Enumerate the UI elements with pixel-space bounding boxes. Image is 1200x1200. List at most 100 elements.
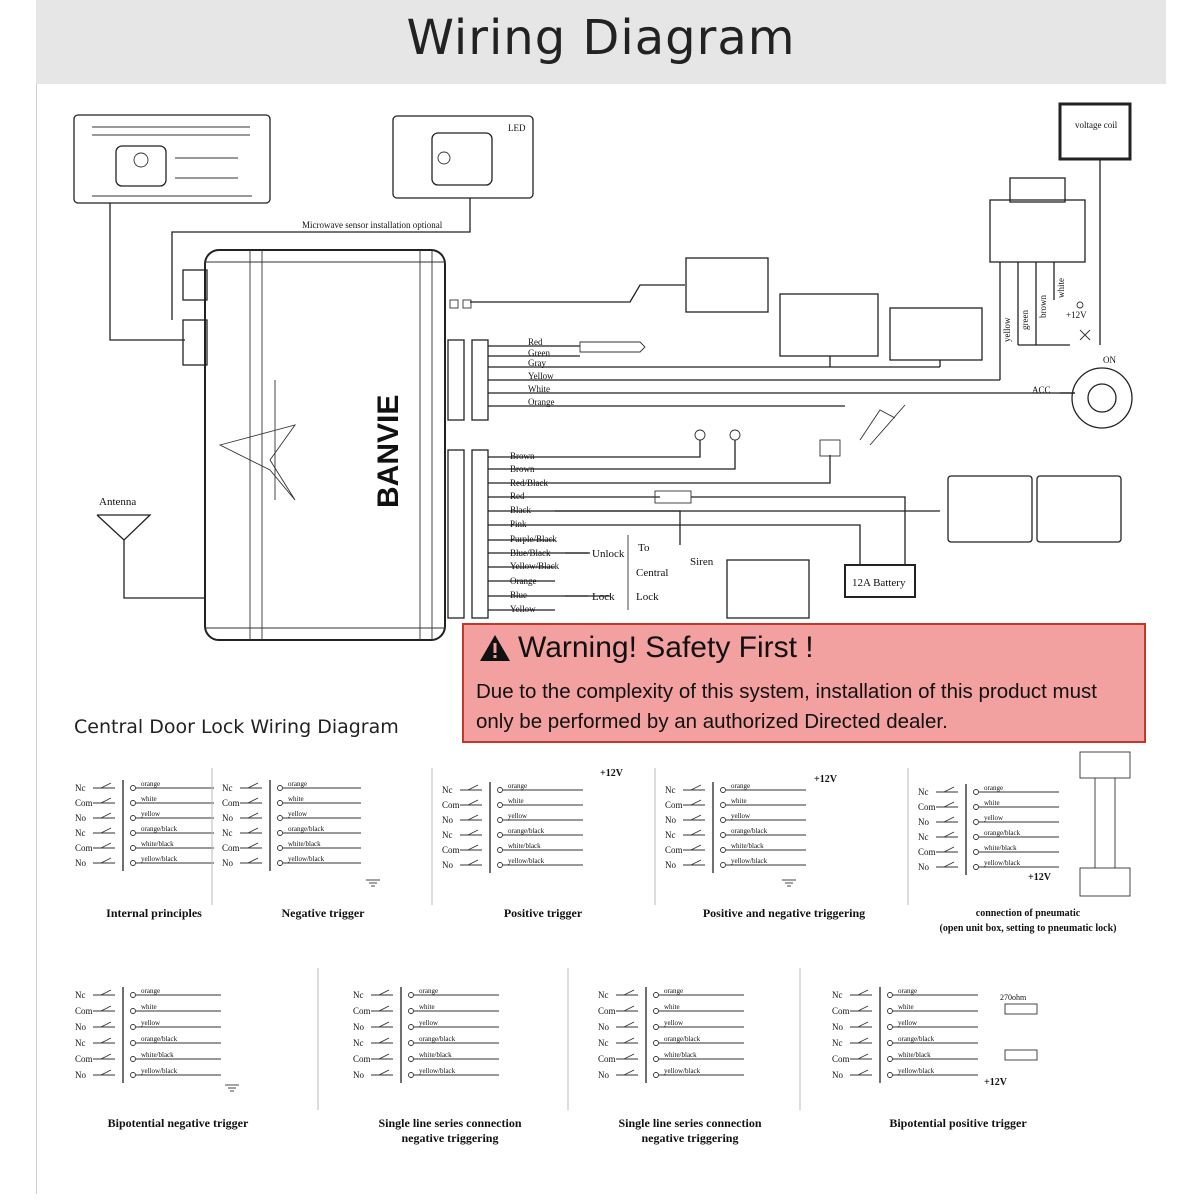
sensor-caption: Microwave sensor installation optional xyxy=(302,220,443,230)
on-label: ON xyxy=(1103,355,1116,365)
caption-line: negative triggering xyxy=(641,1131,739,1145)
wire-color-label: yellow/black xyxy=(141,855,178,863)
wire-color-label: yellow xyxy=(288,810,308,818)
header-bar: Wiring Diagram xyxy=(36,0,1166,84)
warning-text: Due to the complexity of this system, in… xyxy=(476,680,1097,733)
ground-symbol xyxy=(225,1084,239,1092)
relay-contact-label: Nc xyxy=(598,990,609,1000)
wire-color-label: orange/black xyxy=(984,829,1021,837)
wire-lower-label: Orange xyxy=(510,576,537,586)
ground-symbol xyxy=(782,879,796,887)
wire-color-label: yellow/black xyxy=(664,1067,701,1075)
wire-upper-label: Yellow xyxy=(528,371,554,381)
relay-contact-label: Nc xyxy=(75,1038,86,1048)
wire-color-label: orange/black xyxy=(288,825,325,833)
relay-contact-label: No xyxy=(75,858,86,868)
relay-contact-label: Nc xyxy=(665,830,676,840)
wire-lower-label: Brown xyxy=(510,464,535,474)
wire-lower-label: Pink xyxy=(510,519,527,529)
antenna: Antenna xyxy=(96,496,205,599)
relay-contact-label: Com xyxy=(665,800,683,810)
relay-contact-label: Com xyxy=(75,1006,93,1016)
caption-internal-principles: Internal principles xyxy=(106,906,202,920)
caption-positive-negative: Positive and negative triggering xyxy=(702,906,866,920)
wire-lower-label: Purple/Black xyxy=(510,534,557,544)
relay-contact-label: Com xyxy=(353,1006,371,1016)
acc-label: ACC xyxy=(1032,385,1051,395)
caption-negative-trigger: Negative trigger xyxy=(281,906,365,920)
shock-sensor-box xyxy=(73,114,271,204)
relay-contact-label: Com xyxy=(222,843,240,853)
relay-contact-label: Com xyxy=(918,847,936,857)
relay-contact-label: Nc xyxy=(75,990,86,1000)
wire-upper-label: Green xyxy=(528,348,550,358)
wire-lower-label: Blue/Black xyxy=(510,548,551,558)
relay-contact-label: No xyxy=(665,815,676,825)
wire-color-label: yellow xyxy=(419,1019,439,1027)
wire-color-label: white xyxy=(731,797,747,805)
relay-contact-label: No xyxy=(918,817,929,827)
wire-lower-label: Blue xyxy=(510,590,527,600)
relay-contact-label: No xyxy=(75,1070,86,1080)
caption-pneumatic: connection of pneumatic (open unit box, … xyxy=(918,906,1138,936)
wire-color-label: yellow/black xyxy=(508,857,545,865)
relay-contact-label: Nc xyxy=(832,1038,843,1048)
ign-wire-label: white xyxy=(1056,278,1066,298)
relay-contact-label: Nc xyxy=(75,828,86,838)
wire-color-label: orange xyxy=(141,987,160,995)
page-title: Wiring Diagram xyxy=(406,10,796,66)
wire-color-label: orange/black xyxy=(664,1035,701,1043)
wire-color-label: yellow/black xyxy=(288,855,325,863)
relay-contact-label: Com xyxy=(442,800,460,810)
wire-upper-label: Orange xyxy=(528,397,555,407)
relay-contact-label: No xyxy=(665,860,676,870)
relay-contact-label: Nc xyxy=(918,832,929,842)
wire-color-label: yellow/black xyxy=(898,1067,935,1075)
to-central-lock: To xyxy=(638,542,650,554)
to-central-lock: Central xyxy=(636,567,668,579)
microwave-sensor-box: LED xyxy=(392,115,534,199)
wire-color-label: yellow/black xyxy=(731,857,768,865)
wire-lower-label: Brown xyxy=(510,451,535,461)
ground-symbol xyxy=(366,879,380,887)
relay-contact-label: Nc xyxy=(222,783,233,793)
relay-contact-label: No xyxy=(598,1070,609,1080)
caption-line: negative triggering xyxy=(401,1131,499,1145)
relay-contact-label: No xyxy=(75,1022,86,1032)
wire-color-label: white/black xyxy=(731,842,764,850)
wire-color-label: white xyxy=(898,1003,914,1011)
wire-lower-label: Red/Black xyxy=(510,478,548,488)
wire-lower-label: Red xyxy=(510,491,525,501)
relay-contact-label: No xyxy=(442,860,453,870)
wire-color-label: white/black xyxy=(508,842,541,850)
relay-contact-label: No xyxy=(353,1022,364,1032)
relay-contact-label: Nc xyxy=(353,990,364,1000)
relay-contact-label: Nc xyxy=(442,830,453,840)
wire-lower-label: Yellow xyxy=(510,604,536,614)
plus12-marker: +12V xyxy=(600,768,624,779)
wire-upper-label: Gray xyxy=(528,358,546,368)
wire-color-label: white xyxy=(508,797,524,805)
caption-bipotential-positive: Bipotential positive trigger xyxy=(889,1116,1027,1130)
control-unit: BANVIE xyxy=(182,249,489,641)
wire-color-label: orange xyxy=(141,780,160,788)
brand-label: BANVIE xyxy=(372,395,405,508)
siren-label: Siren xyxy=(690,556,714,568)
relay-contact-label: Com xyxy=(598,1054,616,1064)
relay-contact-label: Com xyxy=(75,1054,93,1064)
caption-line: Single line series connection xyxy=(618,1116,762,1130)
relay-contact-label: Com xyxy=(75,843,93,853)
ign-wire-label: brown xyxy=(1038,295,1048,318)
wire-upper-label: Red xyxy=(528,337,543,347)
wire-color-label: orange/black xyxy=(898,1035,935,1043)
unlock-label: Unlock xyxy=(592,548,625,560)
wire-color-label: orange/black xyxy=(731,827,768,835)
relay-contact-label: Com xyxy=(598,1006,616,1016)
